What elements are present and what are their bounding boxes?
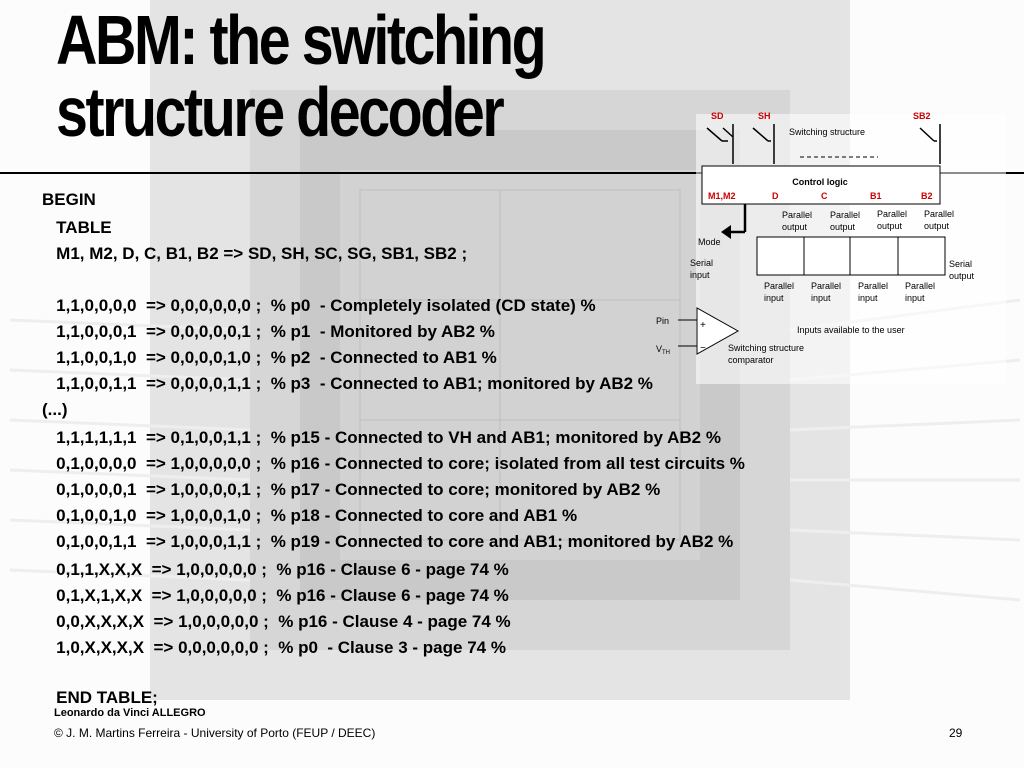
input-b2-label: B2	[921, 191, 933, 201]
boundary-register-cells	[756, 236, 946, 276]
parallel-output-1-label-2: output	[782, 222, 808, 232]
parallel-input-3-label-2: input	[858, 293, 878, 303]
footer-organization: Leonardo da Vinci ALLEGRO	[54, 707, 206, 719]
pin-label: Pin	[656, 316, 669, 326]
inputs-available-label: Inputs available to the user	[797, 325, 905, 335]
abm-block-diagram: SD SH SB2 Switching structure Control lo…	[656, 111, 1006, 384]
serial-input-label-2: input	[690, 270, 710, 280]
parallel-output-3-label-2: output	[877, 221, 903, 231]
parallel-input-2-label-2: input	[811, 293, 831, 303]
vth-label-main: V	[656, 344, 662, 354]
code-line: 0,1,0,0,0,0 => 1,0,0,0,0,0 ; % p16 - Con…	[42, 454, 745, 473]
code-line: 1,0,X,X,X,X => 0,0,0,0,0,0 ; % p0 - Clau…	[42, 638, 506, 657]
serial-output-label-1: Serial	[949, 259, 972, 269]
mode-arrow-icon	[721, 225, 731, 239]
slide-title-line-1: ABM: the switching	[56, 1, 547, 79]
code-line: 0,1,X,1,X,X => 1,0,0,0,0,0 ; % p16 - Cla…	[42, 586, 509, 605]
parallel-input-3-label-1: Parallel	[858, 281, 888, 291]
input-m1m2-label: M1,M2	[708, 191, 736, 201]
serial-input-label-1: Serial	[690, 258, 713, 268]
serial-output-label-2: output	[949, 271, 975, 281]
slide-title: ABM: the switching structure decoder	[56, 1, 547, 151]
control-logic-label: Control logic	[792, 177, 848, 187]
switch-sh-label: SH	[758, 111, 771, 121]
parallel-output-4-label-1: Parallel	[924, 209, 954, 219]
comparator-label-1: Switching structure	[728, 343, 804, 353]
parallel-output-3-label-1: Parallel	[877, 209, 907, 219]
switch-sb2-icon	[919, 124, 941, 164]
parallel-input-1-label-2: input	[764, 293, 784, 303]
switching-structure-label: Switching structure	[789, 127, 865, 137]
code-line: 0,1,0,0,0,1 => 1,0,0,0,0,1 ; % p17 - Con…	[42, 480, 661, 499]
code-line: M1, M2, D, C, B1, B2 => SD, SH, SC, SG, …	[42, 244, 468, 263]
comparator-triangle-icon	[696, 307, 740, 355]
vth-label-subscript: TH	[662, 350, 670, 356]
code-line: (...)	[42, 400, 68, 419]
page-number: 29	[949, 726, 963, 740]
comparator-label-2: comparator	[728, 355, 774, 365]
input-d-label: D	[772, 191, 779, 201]
input-b1-label: B1	[870, 191, 882, 201]
code-line: 1,1,0,0,1,0 => 0,0,0,0,1,0 ; % p2 - Conn…	[42, 348, 497, 367]
parallel-output-2-label-1: Parallel	[830, 210, 860, 220]
input-c-label: C	[821, 191, 828, 201]
code-line: END TABLE;	[42, 688, 158, 707]
code-line: 1,1,0,0,0,1 => 0,0,0,0,0,1 ; % p1 - Moni…	[42, 322, 495, 341]
parallel-output-2-label-2: output	[830, 222, 856, 232]
code-line: 0,1,1,X,X,X => 1,0,0,0,0,0 ; % p16 - Cla…	[42, 560, 509, 579]
code-line: 0,1,0,0,1,1 => 1,0,0,0,1,1 ; % p19 - Con…	[42, 532, 734, 551]
footer-copyright: © J. M. Martins Ferreira - University of…	[54, 726, 376, 740]
code-line: BEGIN	[42, 190, 96, 209]
switch-sd-label: SD	[711, 111, 724, 121]
parallel-input-1-label-1: Parallel	[764, 281, 794, 291]
comparator-plus-sign: +	[700, 320, 706, 331]
vth-label: VTH	[656, 344, 670, 356]
switch-sd-icon	[706, 124, 734, 164]
code-line: 1,1,0,0,0,0 => 0,0,0,0,0,0 ; % p0 - Comp…	[42, 296, 596, 315]
switch-sb2-label: SB2	[913, 111, 931, 121]
code-line: 0,1,0,0,1,0 => 1,0,0,0,1,0 ; % p18 - Con…	[42, 506, 578, 525]
mode-label: Mode	[698, 237, 721, 247]
parallel-output-4-label-2: output	[924, 221, 950, 231]
switch-sh-icon	[752, 124, 775, 164]
parallel-input-4-label-2: input	[905, 293, 925, 303]
code-line: 0,0,X,X,X,X => 1,0,0,0,0,0 ; % p16 - Cla…	[42, 612, 511, 631]
code-line: TABLE	[42, 218, 112, 237]
slide-title-line-2: structure decoder	[56, 73, 505, 151]
parallel-output-1-label-1: Parallel	[782, 210, 812, 220]
control-logic-block	[701, 165, 941, 205]
code-line: 1,1,0,0,1,1 => 0,0,0,0,1,1 ; % p3 - Conn…	[42, 374, 653, 393]
parallel-input-4-label-1: Parallel	[905, 281, 935, 291]
code-line: 1,1,1,1,1,1 => 0,1,0,0,1,1 ; % p15 - Con…	[42, 428, 721, 447]
title-underline	[0, 172, 1024, 174]
parallel-input-2-label-1: Parallel	[811, 281, 841, 291]
comparator-minus-sign: −	[700, 343, 706, 354]
